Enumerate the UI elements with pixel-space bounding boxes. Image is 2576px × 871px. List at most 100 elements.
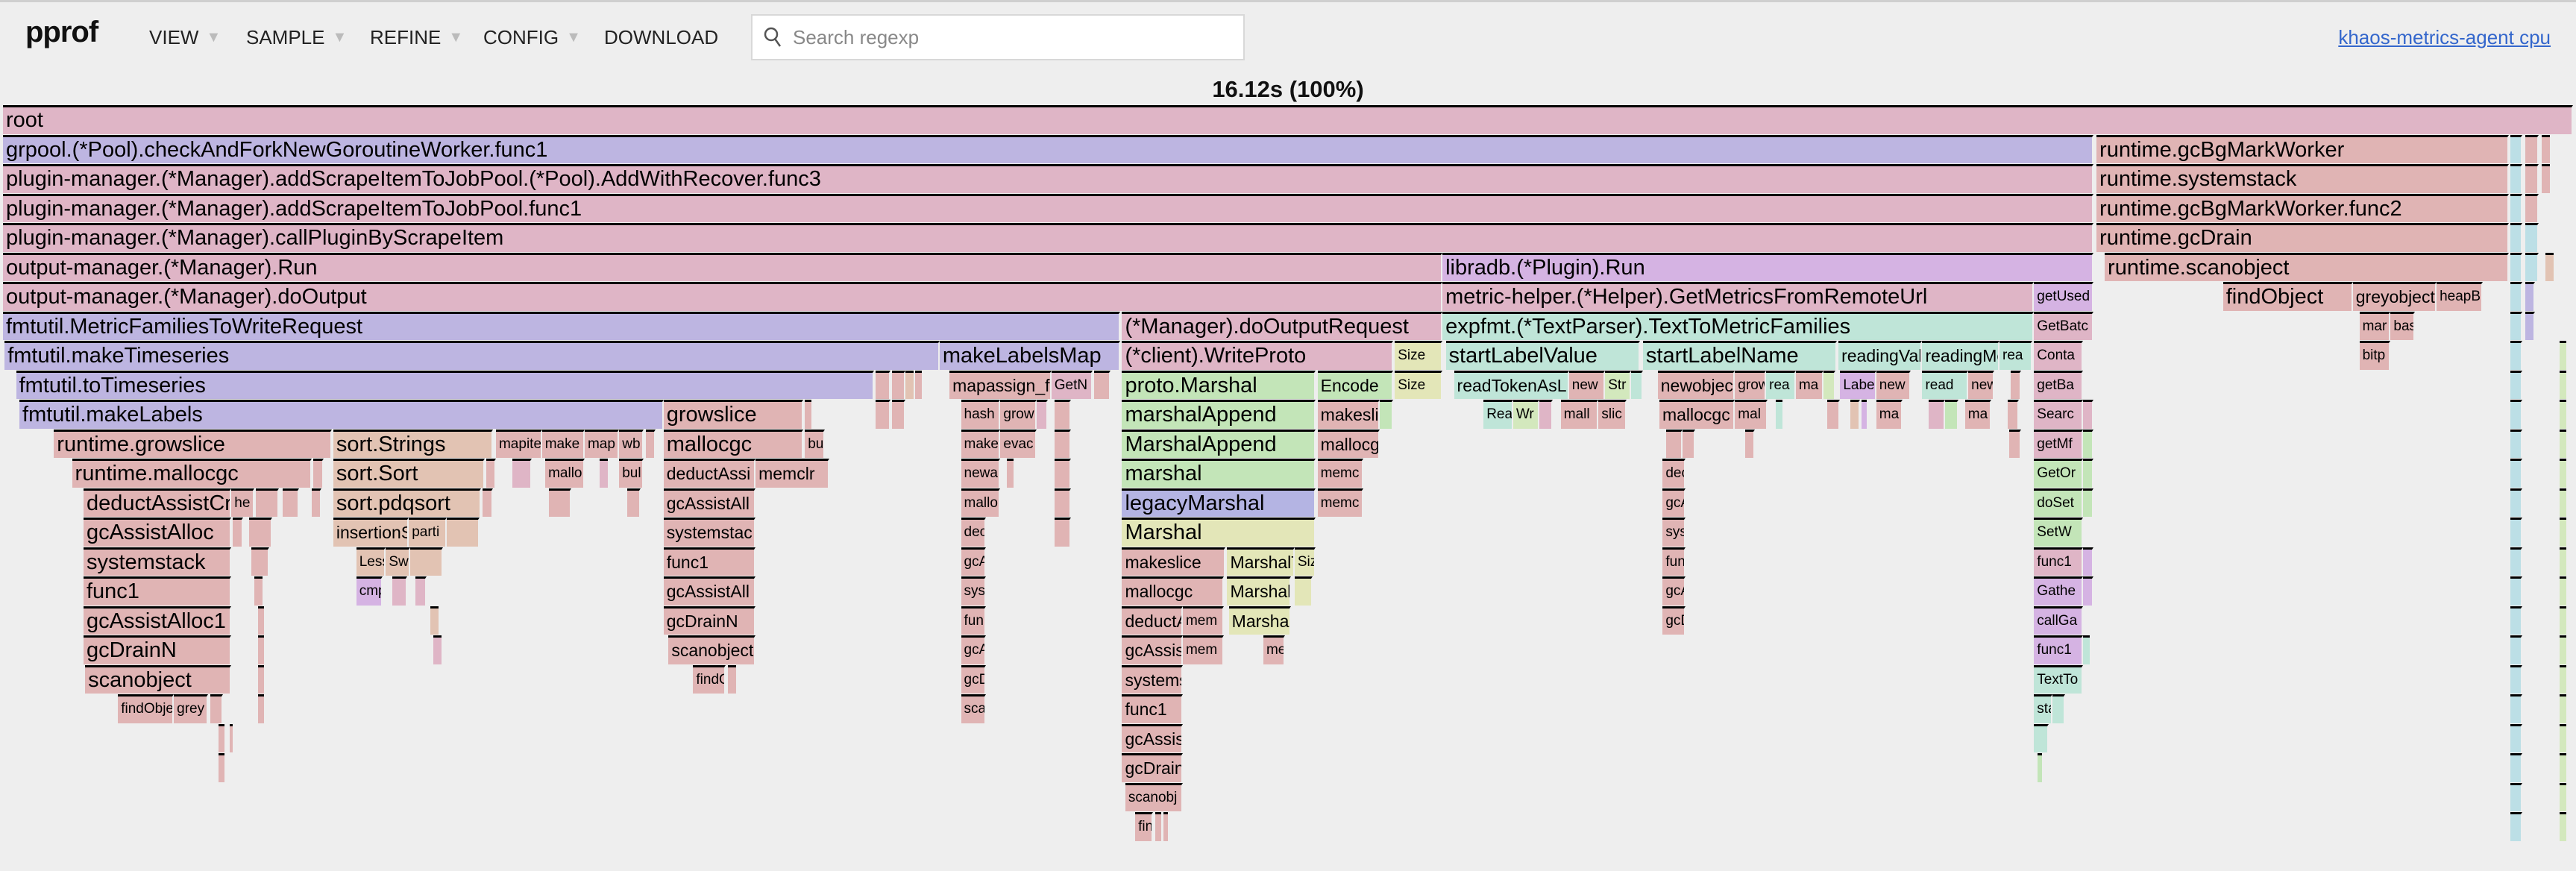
flame-frame[interactable] xyxy=(2560,723,2567,752)
flame-frame[interactable]: Encode xyxy=(1317,370,1393,399)
flame-frame[interactable]: callGa xyxy=(2034,606,2084,635)
menu-refine[interactable]: REFINE▼ xyxy=(370,26,463,49)
flame-frame[interactable] xyxy=(1294,576,1313,606)
flame-frame[interactable]: gcDrainN xyxy=(83,635,232,664)
flame-frame[interactable] xyxy=(2510,311,2522,340)
flame-frame[interactable]: MarshalT xyxy=(1227,547,1295,576)
flame-frame[interactable] xyxy=(2510,518,2522,547)
search-box[interactable] xyxy=(751,14,1245,60)
flame-frame[interactable] xyxy=(313,459,324,488)
flame-frame[interactable] xyxy=(2510,753,2522,782)
flame-frame[interactable] xyxy=(2034,723,2049,752)
flame-frame[interactable]: Siz xyxy=(1294,547,1316,576)
flame-frame[interactable] xyxy=(2560,429,2567,458)
flame-frame[interactable]: gcAssistAlloc xyxy=(83,518,232,547)
flame-frame[interactable]: gcAssistAll xyxy=(663,576,756,606)
flame-frame[interactable]: readingMe xyxy=(1922,341,2000,370)
flame-frame[interactable]: new xyxy=(1568,370,1606,399)
flame-frame[interactable]: he xyxy=(231,488,255,517)
flame-frame[interactable] xyxy=(2083,576,2093,606)
flame-frame[interactable]: systems xyxy=(1122,664,1183,694)
flame-frame[interactable] xyxy=(1631,370,1643,399)
flame-frame[interactable] xyxy=(1776,400,1783,429)
flame-frame[interactable] xyxy=(2510,782,2522,811)
flame-frame[interactable]: marshalAppend xyxy=(1122,400,1316,429)
flame-frame[interactable] xyxy=(2510,429,2522,458)
flame-frame[interactable]: bitp xyxy=(2359,341,2391,370)
flame-frame[interactable]: metric-helper.(*Helper).GetMetricsFromRe… xyxy=(1442,282,2035,311)
flame-frame[interactable] xyxy=(2011,370,2021,399)
flame-frame[interactable] xyxy=(2560,664,2567,694)
flame-frame[interactable] xyxy=(2560,606,2567,635)
flame-frame[interactable]: sort.Strings xyxy=(333,429,493,458)
flame-frame[interactable] xyxy=(1055,518,1072,547)
flame-frame[interactable] xyxy=(486,459,496,488)
flame-frame[interactable]: plugin-manager.(*Manager).addScrapeItemT… xyxy=(3,193,2093,222)
flame-frame[interactable] xyxy=(2510,664,2522,694)
flame-frame[interactable]: gcD xyxy=(961,664,986,694)
flame-frame[interactable] xyxy=(2510,193,2522,222)
flame-frame[interactable] xyxy=(805,400,812,429)
flame-frame[interactable] xyxy=(1682,429,1696,458)
flame-frame[interactable]: gcAssistAlloc1 xyxy=(83,606,232,635)
flame-frame[interactable] xyxy=(2560,635,2567,664)
flame-frame[interactable]: evac xyxy=(1000,429,1037,458)
flame-frame[interactable]: mapassign_fa xyxy=(949,370,1052,399)
flame-frame[interactable]: runtime.growslice xyxy=(54,429,332,458)
flame-frame[interactable]: (*Manager).doOutputRequest xyxy=(1122,311,1443,340)
flame-frame[interactable] xyxy=(1929,400,1946,429)
flame-frame[interactable] xyxy=(2510,223,2522,252)
flame-frame[interactable] xyxy=(1036,400,1049,429)
flame-frame[interactable] xyxy=(257,664,265,694)
flame-frame[interactable]: greyobject xyxy=(2352,282,2437,311)
flame-frame[interactable] xyxy=(1826,400,1841,429)
flame-frame[interactable] xyxy=(1007,459,1014,488)
menu-sample[interactable]: SAMPLE▼ xyxy=(246,26,347,49)
menu-view[interactable]: VIEW▼ xyxy=(149,26,221,49)
flame-frame[interactable]: func1 xyxy=(663,547,756,576)
flame-frame[interactable]: fmtutil.toTimeseries xyxy=(16,370,874,399)
flame-frame[interactable]: systemstac xyxy=(663,518,756,547)
flame-frame[interactable] xyxy=(483,488,493,517)
flame-frame[interactable] xyxy=(2037,753,2043,782)
flame-frame[interactable] xyxy=(2083,635,2090,664)
flame-frame[interactable] xyxy=(1823,370,1835,399)
flame-frame[interactable]: rea xyxy=(1766,370,1796,399)
flame-frame[interactable]: gcA xyxy=(1662,488,1686,517)
flame-frame[interactable] xyxy=(392,576,408,606)
flame-frame[interactable]: MarshalT xyxy=(1227,576,1292,606)
flame-frame[interactable] xyxy=(2525,252,2539,281)
flame-frame[interactable]: GetN xyxy=(1051,370,1093,399)
flame-frame[interactable] xyxy=(1744,429,1755,458)
flame-frame[interactable]: mar xyxy=(2359,311,2391,340)
flame-frame[interactable] xyxy=(257,694,265,723)
flame-frame[interactable]: sort.pdqsort xyxy=(333,488,482,517)
flame-frame[interactable] xyxy=(2083,547,2093,576)
flame-frame[interactable]: growslice xyxy=(663,400,804,429)
flame-frame[interactable] xyxy=(905,370,914,399)
flame-frame[interactable]: grey xyxy=(174,694,209,723)
flame-frame[interactable] xyxy=(2560,547,2567,576)
flame-frame[interactable]: findO xyxy=(693,664,726,694)
flame-frame[interactable]: parti xyxy=(409,518,447,547)
flame-frame[interactable] xyxy=(2083,488,2093,517)
flame-frame[interactable]: me xyxy=(1263,635,1285,664)
flame-frame[interactable]: findObje xyxy=(118,694,175,723)
flame-frame[interactable]: runtime.gcBgMarkWorker.func2 xyxy=(2096,193,2510,222)
flame-frame[interactable] xyxy=(2510,341,2522,370)
flame-frame[interactable]: plugin-manager.(*Manager).addScrapeItemT… xyxy=(3,164,2093,193)
flame-frame[interactable] xyxy=(2510,252,2522,281)
flame-frame[interactable]: map xyxy=(584,429,620,458)
flame-frame[interactable] xyxy=(2560,782,2567,811)
flame-frame[interactable] xyxy=(410,547,444,576)
flame-frame[interactable] xyxy=(512,459,533,488)
flame-frame[interactable] xyxy=(256,488,280,517)
flame-frame[interactable] xyxy=(415,576,427,606)
flame-frame[interactable]: scanobject xyxy=(85,664,232,694)
flame-frame[interactable]: ma xyxy=(1964,400,1992,429)
flame-frame[interactable] xyxy=(2560,400,2567,429)
flame-frame[interactable] xyxy=(2545,252,2554,281)
flame-frame[interactable] xyxy=(2510,400,2522,429)
flame-frame[interactable]: deductA xyxy=(1122,606,1183,635)
flame-frame[interactable]: readingValu xyxy=(1838,341,1923,370)
